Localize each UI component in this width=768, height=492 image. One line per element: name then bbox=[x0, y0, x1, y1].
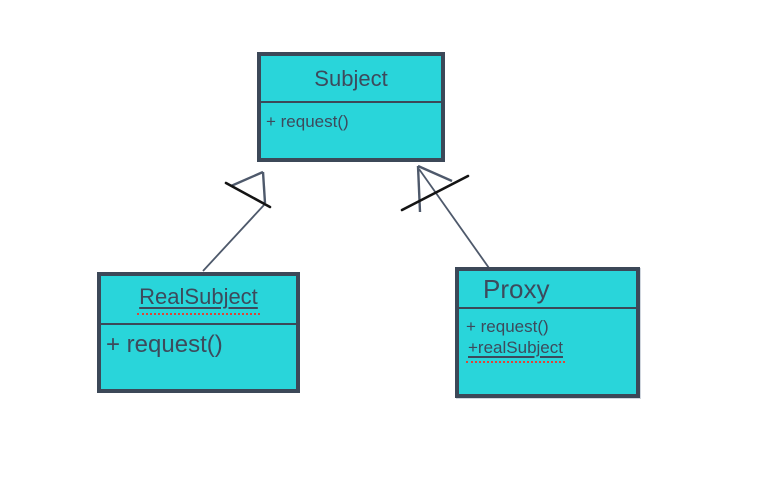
generalization-arrow-realsubject-to-subject[interactable] bbox=[202, 170, 272, 272]
arrow-shaft bbox=[418, 168, 490, 269]
class-box-proxy[interactable]: Proxy + request() +realSubject bbox=[455, 267, 640, 398]
class-title: Subject bbox=[261, 56, 441, 103]
class-box-subject[interactable]: Subject + request() bbox=[257, 52, 445, 162]
triangle-edge bbox=[417, 164, 453, 183]
member-label: + request() bbox=[106, 331, 223, 358]
member-label: +realSubject bbox=[466, 337, 629, 363]
member-label: + request() bbox=[466, 317, 549, 336]
arrow-shaft bbox=[202, 204, 265, 272]
triangle-base-stroke bbox=[224, 181, 272, 209]
class-box-realsubject[interactable]: RealSubject + request() bbox=[97, 272, 300, 393]
generalization-arrow-proxy-to-subject[interactable] bbox=[400, 164, 490, 269]
class-title: Proxy bbox=[459, 271, 636, 309]
member-label-underlined: +realSubject bbox=[466, 337, 565, 363]
class-members: + request() bbox=[101, 325, 296, 365]
class-name-label: Subject bbox=[314, 65, 388, 91]
triangle-base-stroke bbox=[400, 174, 470, 212]
class-members: + request() bbox=[261, 103, 441, 141]
class-name-label: Proxy bbox=[483, 273, 550, 304]
class-name-label: RealSubject bbox=[137, 284, 260, 315]
triangle-edge bbox=[261, 171, 267, 204]
member-label: + request() bbox=[266, 112, 349, 131]
triangle-edge bbox=[416, 165, 422, 213]
class-title: RealSubject bbox=[101, 276, 296, 325]
class-members: + request() +realSubject bbox=[459, 309, 636, 370]
triangle-edge bbox=[230, 170, 264, 188]
